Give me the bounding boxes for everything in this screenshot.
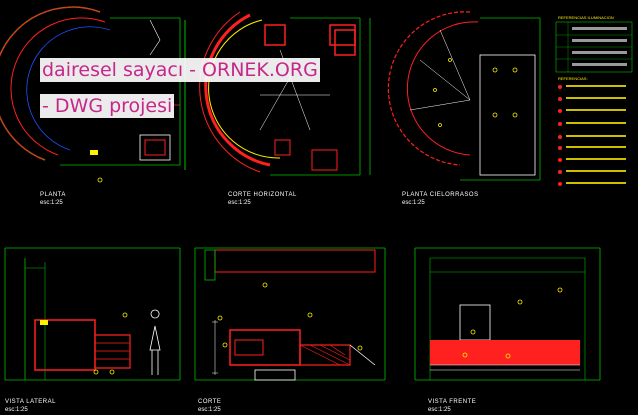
watermark-line-2: - DWG projesi bbox=[40, 94, 175, 118]
planta-cielorrasos-title: PLANTA CIELORRASOS bbox=[402, 192, 479, 198]
planta-scale: esc:1:25 bbox=[40, 200, 63, 206]
watermark-line-1: dairesel sayacı - ORNEK.ORG bbox=[40, 58, 320, 82]
corte-horizontal-title: CORTE HORIZONTAL bbox=[228, 192, 297, 198]
legend-panel bbox=[555, 21, 633, 186]
vista-lateral-title: VISTA LATERAL bbox=[5, 399, 56, 405]
corte-drawing bbox=[194, 247, 386, 381]
vista-lateral-scale: esc:1:25 bbox=[5, 407, 28, 413]
corte-horizontal-scale: esc:1:25 bbox=[228, 200, 251, 206]
planta-cielorrasos-drawing bbox=[387, 11, 541, 181]
corte-scale: esc:1:25 bbox=[198, 407, 221, 413]
vista-frente-title: VISTA FRENTE bbox=[428, 399, 477, 405]
vista-lateral-drawing bbox=[4, 247, 181, 381]
corte-title: CORTE bbox=[198, 399, 222, 405]
legend-title: REFERENCIAS ILUMINACION bbox=[558, 15, 614, 20]
planta-cielorrasos-scale: esc:1:25 bbox=[402, 200, 425, 206]
vista-frente-scale: esc:1:25 bbox=[428, 407, 451, 413]
legend-title-2: REFERENCIAS: bbox=[558, 76, 588, 81]
corte-horizontal-drawing bbox=[199, 11, 371, 176]
planta-title: PLANTA bbox=[40, 192, 66, 198]
vista-frente-drawing bbox=[414, 247, 601, 381]
